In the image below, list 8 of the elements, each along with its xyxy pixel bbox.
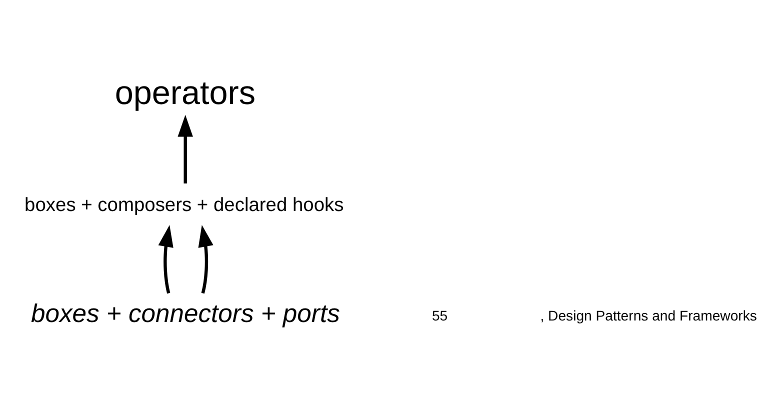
node-text: boxes + composers + declared hooks [24,194,344,216]
node-text: boxes + connectors + ports [30,299,340,328]
arrow [158,224,174,294]
node-text: operators [114,74,256,112]
label: , Design Patterns and Frameworks [540,306,757,323]
arrow [198,224,214,294]
label: 55 [432,306,448,323]
arrow [178,114,193,183]
